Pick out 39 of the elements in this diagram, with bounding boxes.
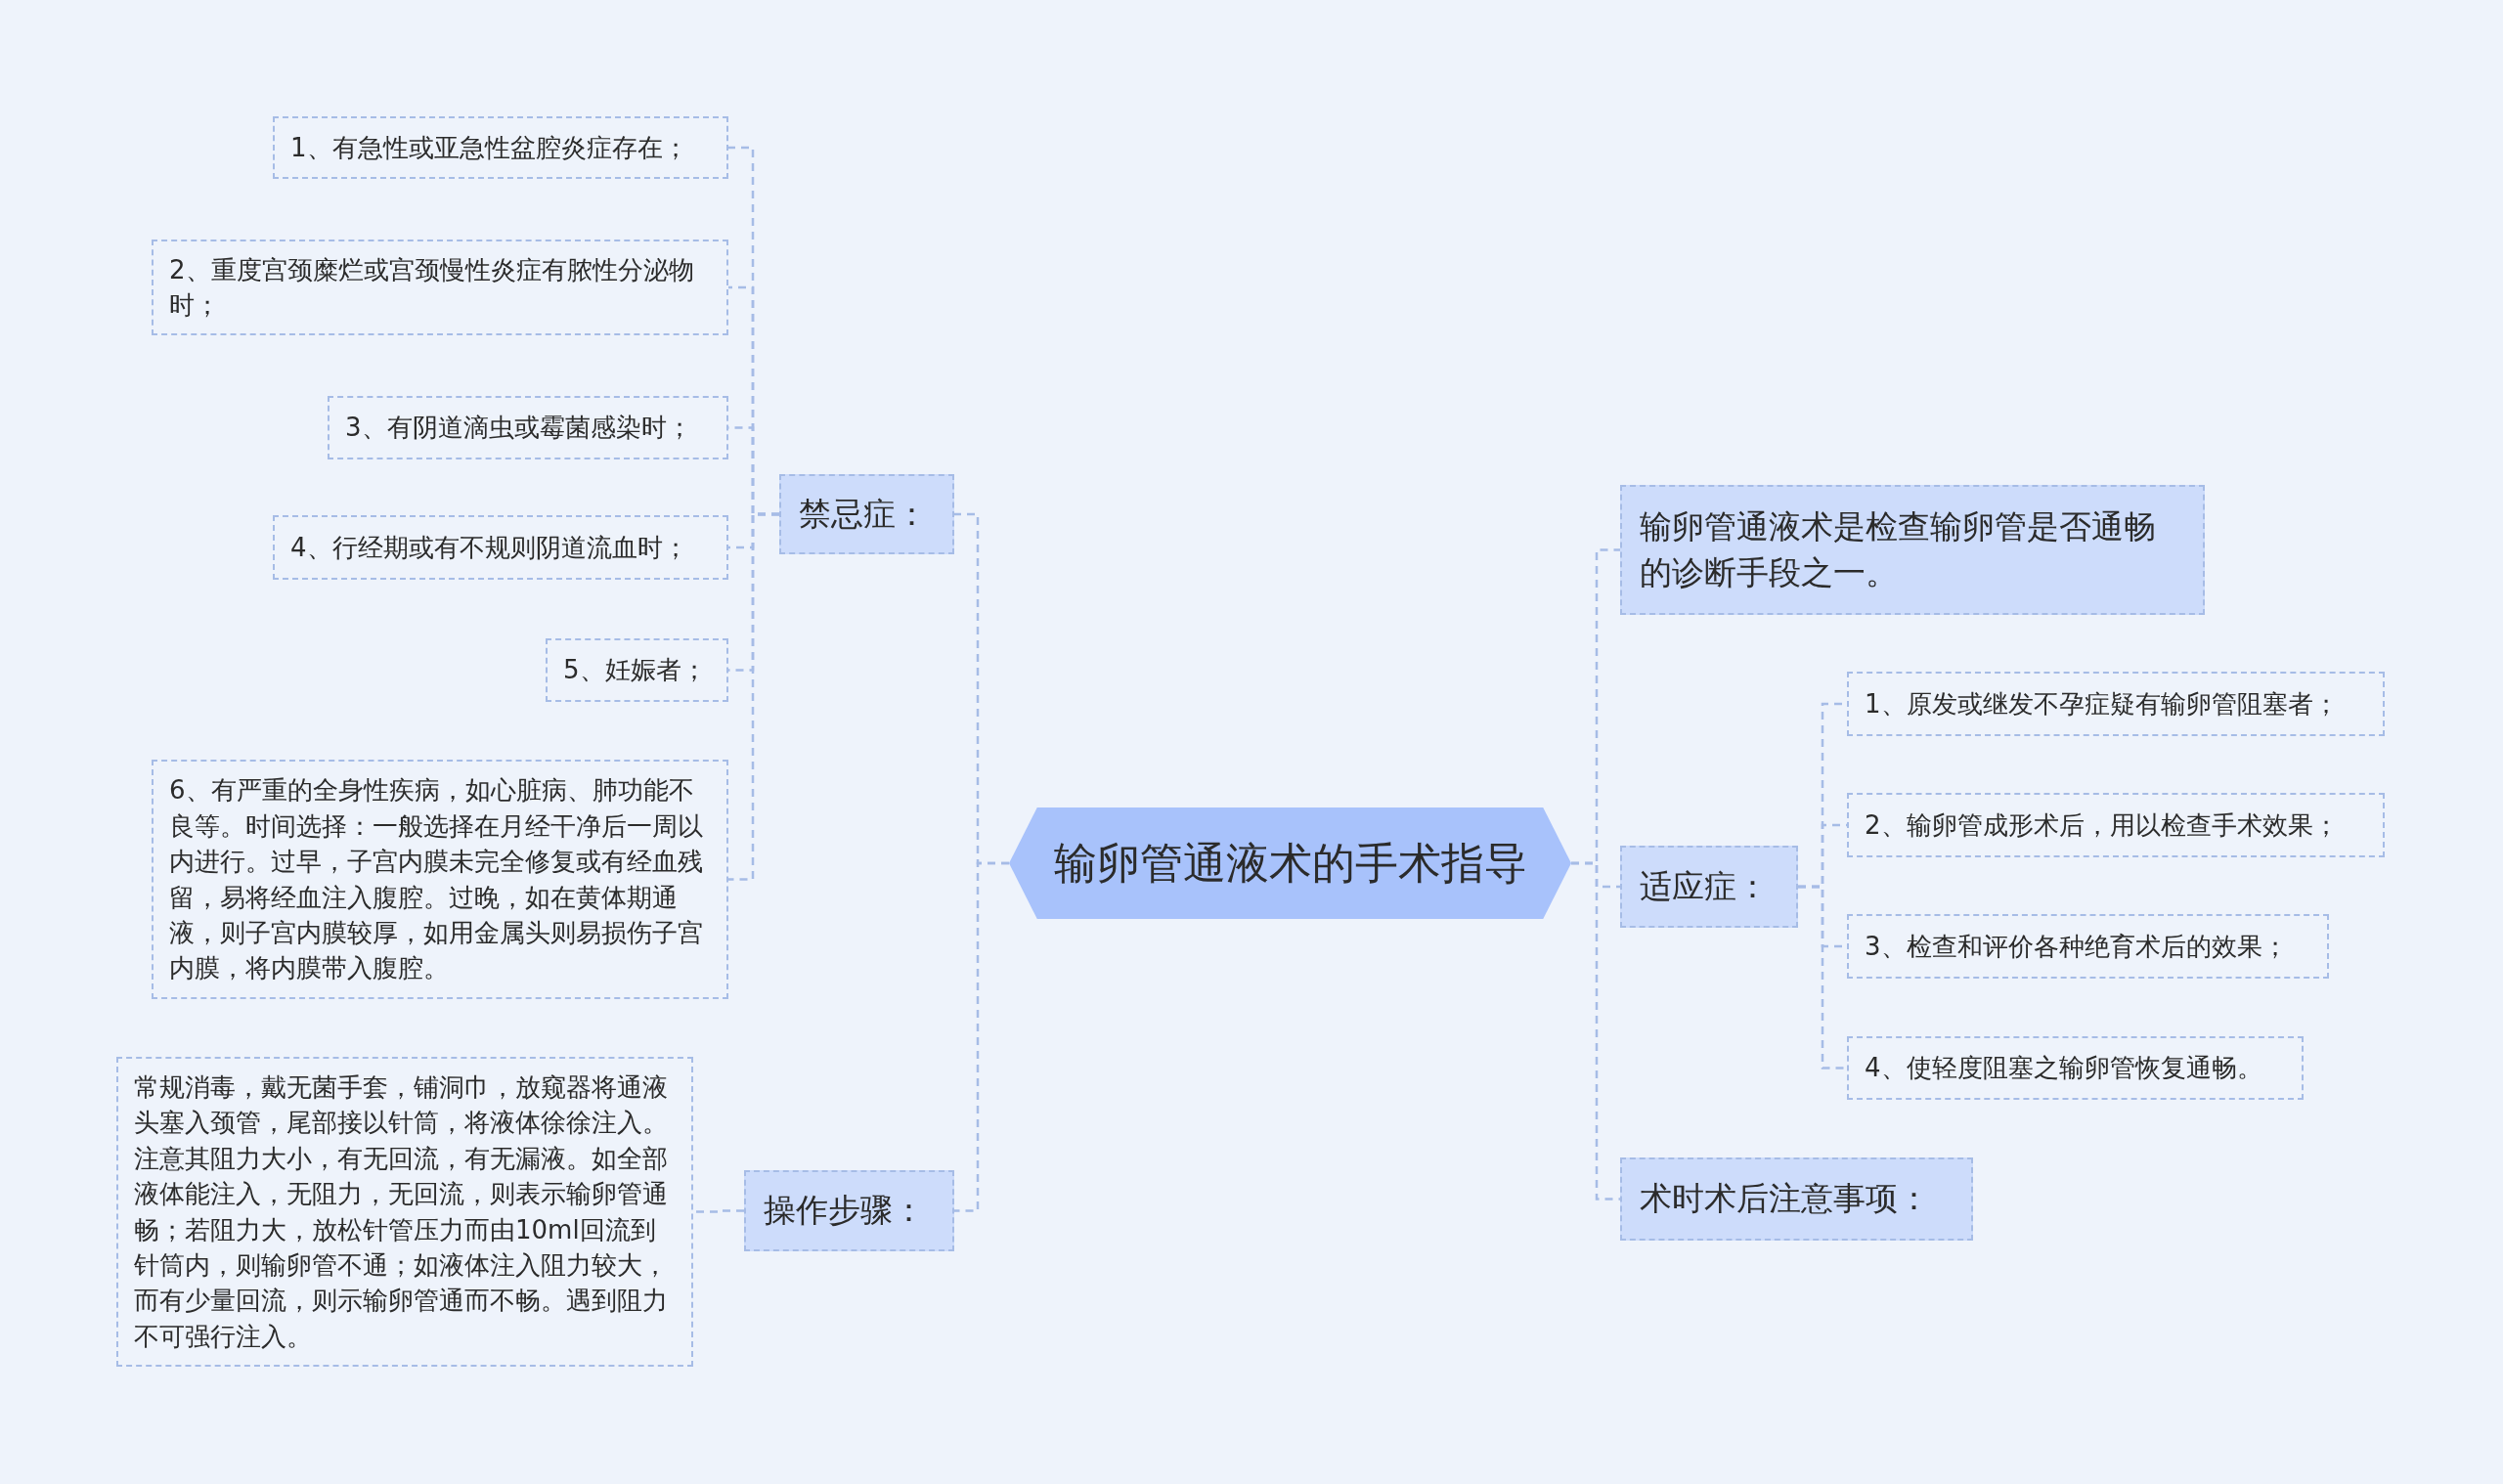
topic-text: 4、行经期或有不规则阴道流血时； (290, 531, 688, 564)
topic-text: 1、有急性或亚急性盆腔炎症存在； (290, 131, 688, 164)
topic-text: 常规消毒，戴无菌手套，铺洞巾，放窥器将通液头塞入颈管，尾部接以针筒，将液体徐徐注入。注意其阻力大小，有无回流，有无漏液。如全部液体能注入，无阻力，无回流，则表示输卵管通畅；若阻力大，放松针管压力而由10ml回流到针筒内，则输卵管不通；如液体注入阻力较大，而有少量回流，则示输卵管通而不畅。遇到阻力不可强行注入。 (134, 1070, 669, 1353)
subtopic-box (273, 515, 728, 580)
subtopic-box (273, 116, 728, 179)
subtopic-box (1847, 914, 2329, 979)
topic-text: 2、输卵管成形术后，用以检查手术效果； (1865, 808, 2339, 842)
connector-line (693, 1209, 744, 1213)
subtopic-box (1847, 793, 2385, 857)
subtopic-box (1847, 672, 2385, 736)
connector-line (1798, 885, 1847, 1069)
subtopic-box (1847, 1036, 2304, 1100)
topic-box (1620, 1157, 1973, 1241)
subtopic-box (116, 1057, 693, 1367)
topic-text: 输卵管通液术的手术指导 (1053, 837, 1527, 891)
topic-text: 4、使轻度阻塞之输卵管恢复通畅。 (1865, 1052, 2262, 1085)
topic-text: 6、有严重的全身性疾病，如心脏病、肺功能不良等。时间选择：一般选择在月经干净后一周以内进行。过早，子宫内膜未完全修复或有经血残留，易将经血注入腹腔。过晚，如在黄体期通液，则子宫内膜较厚，如用金属头则易损伤子宫内膜，将内膜带入腹腔。 (169, 774, 704, 985)
topic-text: 术时术后注意事项： (1640, 1178, 1930, 1220)
topic-text: 适应症： (1640, 865, 1769, 907)
topic-box (1620, 846, 1798, 928)
subtopic-box (152, 760, 728, 999)
topic-text: 3、检查和评价各种绝育术后的效果； (1865, 930, 2288, 963)
topic-text: 2、重度宫颈糜烂或宫颈慢性炎症有脓性分泌物时； (169, 253, 695, 322)
central-topic (1009, 807, 1571, 919)
subtopic-box (546, 638, 728, 702)
topic-text: 1、原发或继发不孕症疑有输卵管阻塞者； (1865, 687, 2339, 720)
topic-text: 输卵管通液术是检查输卵管是否通畅的诊断手段之一。 (1640, 506, 2157, 593)
topic-text: 3、有阴道滴虫或霉菌感染时； (345, 412, 692, 445)
topic-box (744, 1170, 954, 1251)
connector-line (954, 861, 1009, 1212)
topic-box (1620, 485, 2205, 615)
topic-text: 5、妊娠者； (563, 654, 707, 687)
connector-line (1571, 861, 1620, 1200)
subtopic-box (152, 240, 728, 335)
topic-text: 操作步骤： (764, 1190, 925, 1232)
topic-box (779, 474, 954, 554)
connector-line (728, 512, 779, 881)
topic-text: 禁忌症： (799, 493, 928, 535)
subtopic-box (328, 396, 728, 459)
